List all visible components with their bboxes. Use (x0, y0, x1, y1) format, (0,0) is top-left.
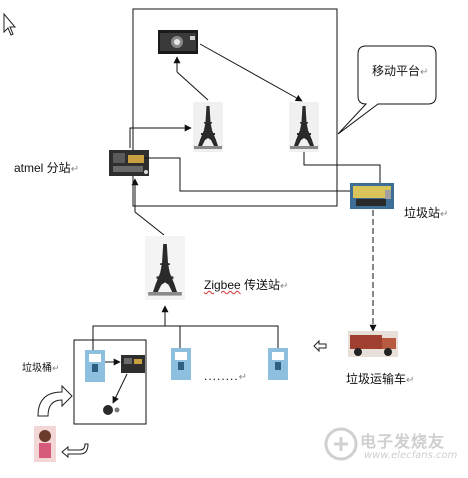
ellipsis-label: ........↵ (204, 369, 249, 383)
zigbee-station-label: Zigbee 传送站↵ (204, 278, 289, 292)
garbage-bin-box (73, 339, 147, 425)
hollow-left-arrow-icon (313, 339, 327, 353)
camera-module-icon (158, 30, 198, 54)
eiffel-tower-icon (289, 102, 319, 152)
link-board-to-speaker (112, 373, 128, 404)
mobile-platform-label: 移动平台↵ (372, 64, 429, 78)
link-zigbee-to-atmel (134, 211, 165, 236)
link-atmel-to-station (144, 157, 357, 192)
eiffel-tower-icon (145, 236, 185, 300)
arrow-tower-to-camera (176, 71, 209, 101)
cursor-arrow-icon (3, 12, 17, 36)
sensor-node-icon (171, 348, 191, 380)
circuit-board-icon (109, 150, 149, 176)
garbage-station-label: 垃圾站↵ (404, 206, 449, 220)
return-arrow-icon (61, 443, 89, 459)
mobile-platform-callout (337, 45, 437, 135)
link-atmel-to-tower (129, 124, 192, 148)
curved-arrow-icon (37, 384, 73, 417)
speaker-icon (103, 405, 120, 415)
arrow-camera-to-tower (199, 43, 303, 102)
bulldozer-icon (350, 183, 394, 209)
garbage-bin-label: 垃圾桶↵ (22, 363, 60, 374)
garbage-truck-label: 垃圾运输车↵ (346, 372, 415, 386)
eiffel-tower-icon (193, 102, 223, 152)
watermark-text: 电子发烧友 (360, 432, 446, 451)
sensor-node-icon (268, 348, 288, 380)
mobile-platform-box (132, 8, 338, 207)
watermark-logo (324, 427, 358, 461)
atmel-station-label: atmel 分站↵ (14, 161, 80, 175)
garbage-truck-icon (348, 331, 398, 357)
sensor-node-icon (85, 350, 105, 382)
circuit-board-icon (121, 355, 145, 373)
watermark-url: www.elecfans.com (364, 450, 458, 461)
person-photo-icon (34, 426, 56, 462)
sensor-bus (92, 325, 279, 350)
link-tower-to-station (303, 152, 381, 184)
